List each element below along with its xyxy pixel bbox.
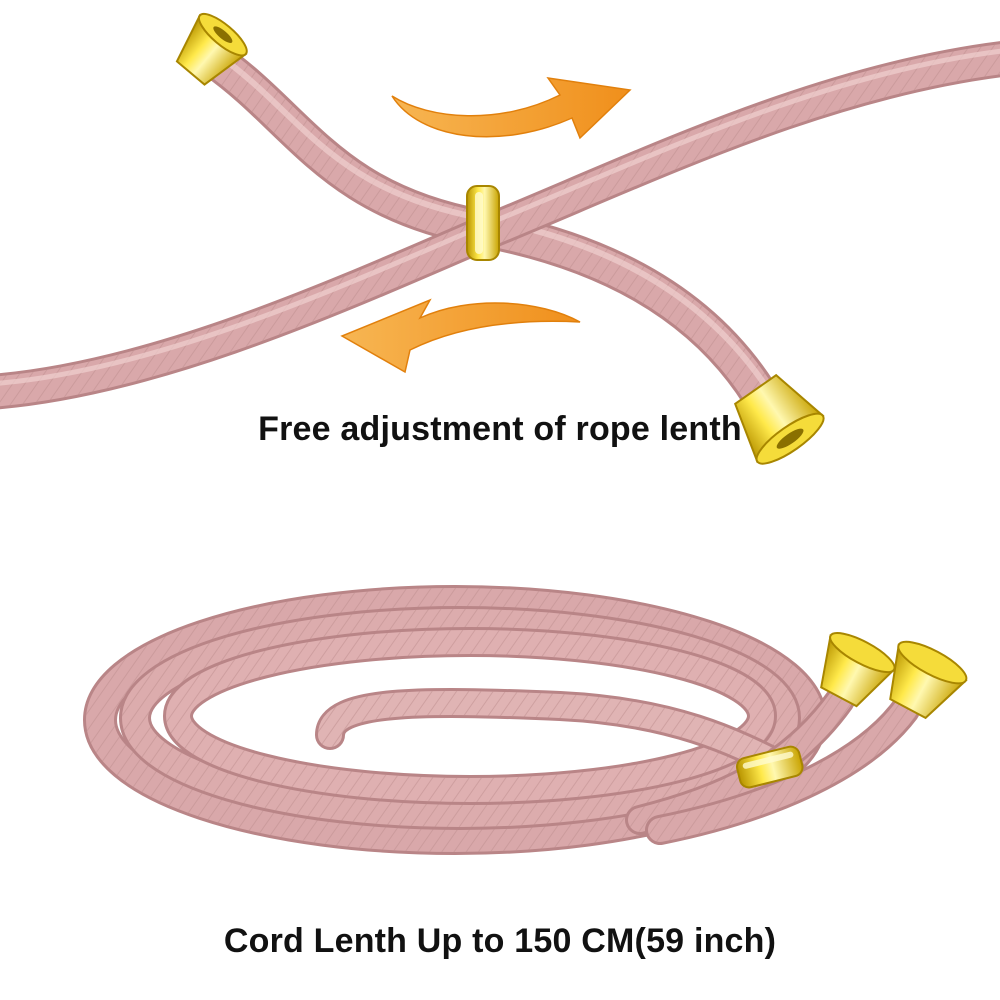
- arrow-curve-left-icon: [340, 298, 581, 374]
- caption-adjustment: Free adjustment of rope lenth: [258, 410, 742, 448]
- arrow-curve-right-icon: [391, 77, 632, 140]
- coiled-cord-group: [83, 585, 968, 855]
- cord-slider-ring: [735, 745, 804, 789]
- end-cap-top-left: [175, 12, 248, 86]
- cord-coil: [83, 585, 827, 855]
- rope-crossing-group: [0, 12, 1000, 465]
- cord-end-cap-right: [889, 640, 968, 720]
- slider-ring: [466, 185, 500, 261]
- caption-length: Cord Lenth Up to 150 CM(59 inch): [223, 922, 777, 960]
- end-cap-bottom-right: [733, 373, 825, 465]
